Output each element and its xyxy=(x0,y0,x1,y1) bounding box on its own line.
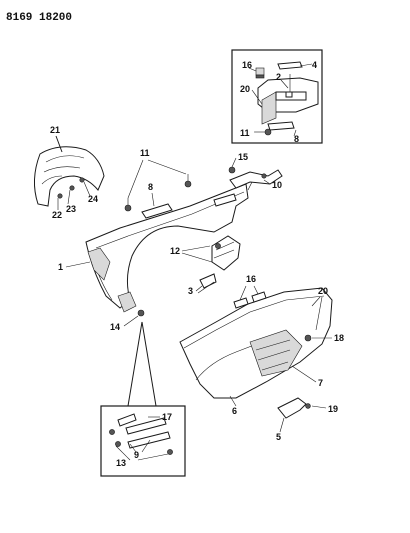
callout-20-inset: 20 xyxy=(240,84,250,94)
callout-4: 4 xyxy=(312,60,317,70)
front-fender xyxy=(85,174,253,317)
callout-3: 3 xyxy=(188,286,193,296)
callout-1: 1 xyxy=(58,262,63,272)
inset-bottom-left xyxy=(100,405,186,477)
callout-19: 19 xyxy=(328,404,338,414)
callout-21: 21 xyxy=(50,125,60,135)
callout-24: 24 xyxy=(88,194,98,204)
callout-17: 17 xyxy=(162,412,172,422)
callout-18: 18 xyxy=(334,333,344,343)
callout-6: 6 xyxy=(232,406,237,416)
callout-11: 11 xyxy=(140,148,150,158)
wheelhouse-shield xyxy=(34,135,105,210)
callout-5: 5 xyxy=(276,432,281,442)
callout-2: 2 xyxy=(276,72,281,82)
callout-22: 22 xyxy=(52,210,62,220)
callout-14: 14 xyxy=(110,322,120,332)
callout-7: 7 xyxy=(318,378,323,388)
callout-16: 16 xyxy=(246,274,256,284)
inner-fender-shield xyxy=(179,287,333,419)
callout-8-inset: 8 xyxy=(294,134,299,144)
callout-13: 13 xyxy=(116,458,126,468)
callout-16-inset: 16 xyxy=(242,60,252,70)
callout-23: 23 xyxy=(66,204,76,214)
inset-top-right xyxy=(231,49,323,144)
callout-15: 15 xyxy=(238,152,248,162)
diagram-code: 8169 18200 xyxy=(6,12,72,24)
callout-11-inset: 11 xyxy=(240,128,250,138)
callout-9: 9 xyxy=(134,450,139,460)
callout-10: 10 xyxy=(272,180,282,190)
callout-12: 12 xyxy=(170,246,180,256)
callout-20: 20 xyxy=(318,286,328,296)
callout-8: 8 xyxy=(148,182,153,192)
